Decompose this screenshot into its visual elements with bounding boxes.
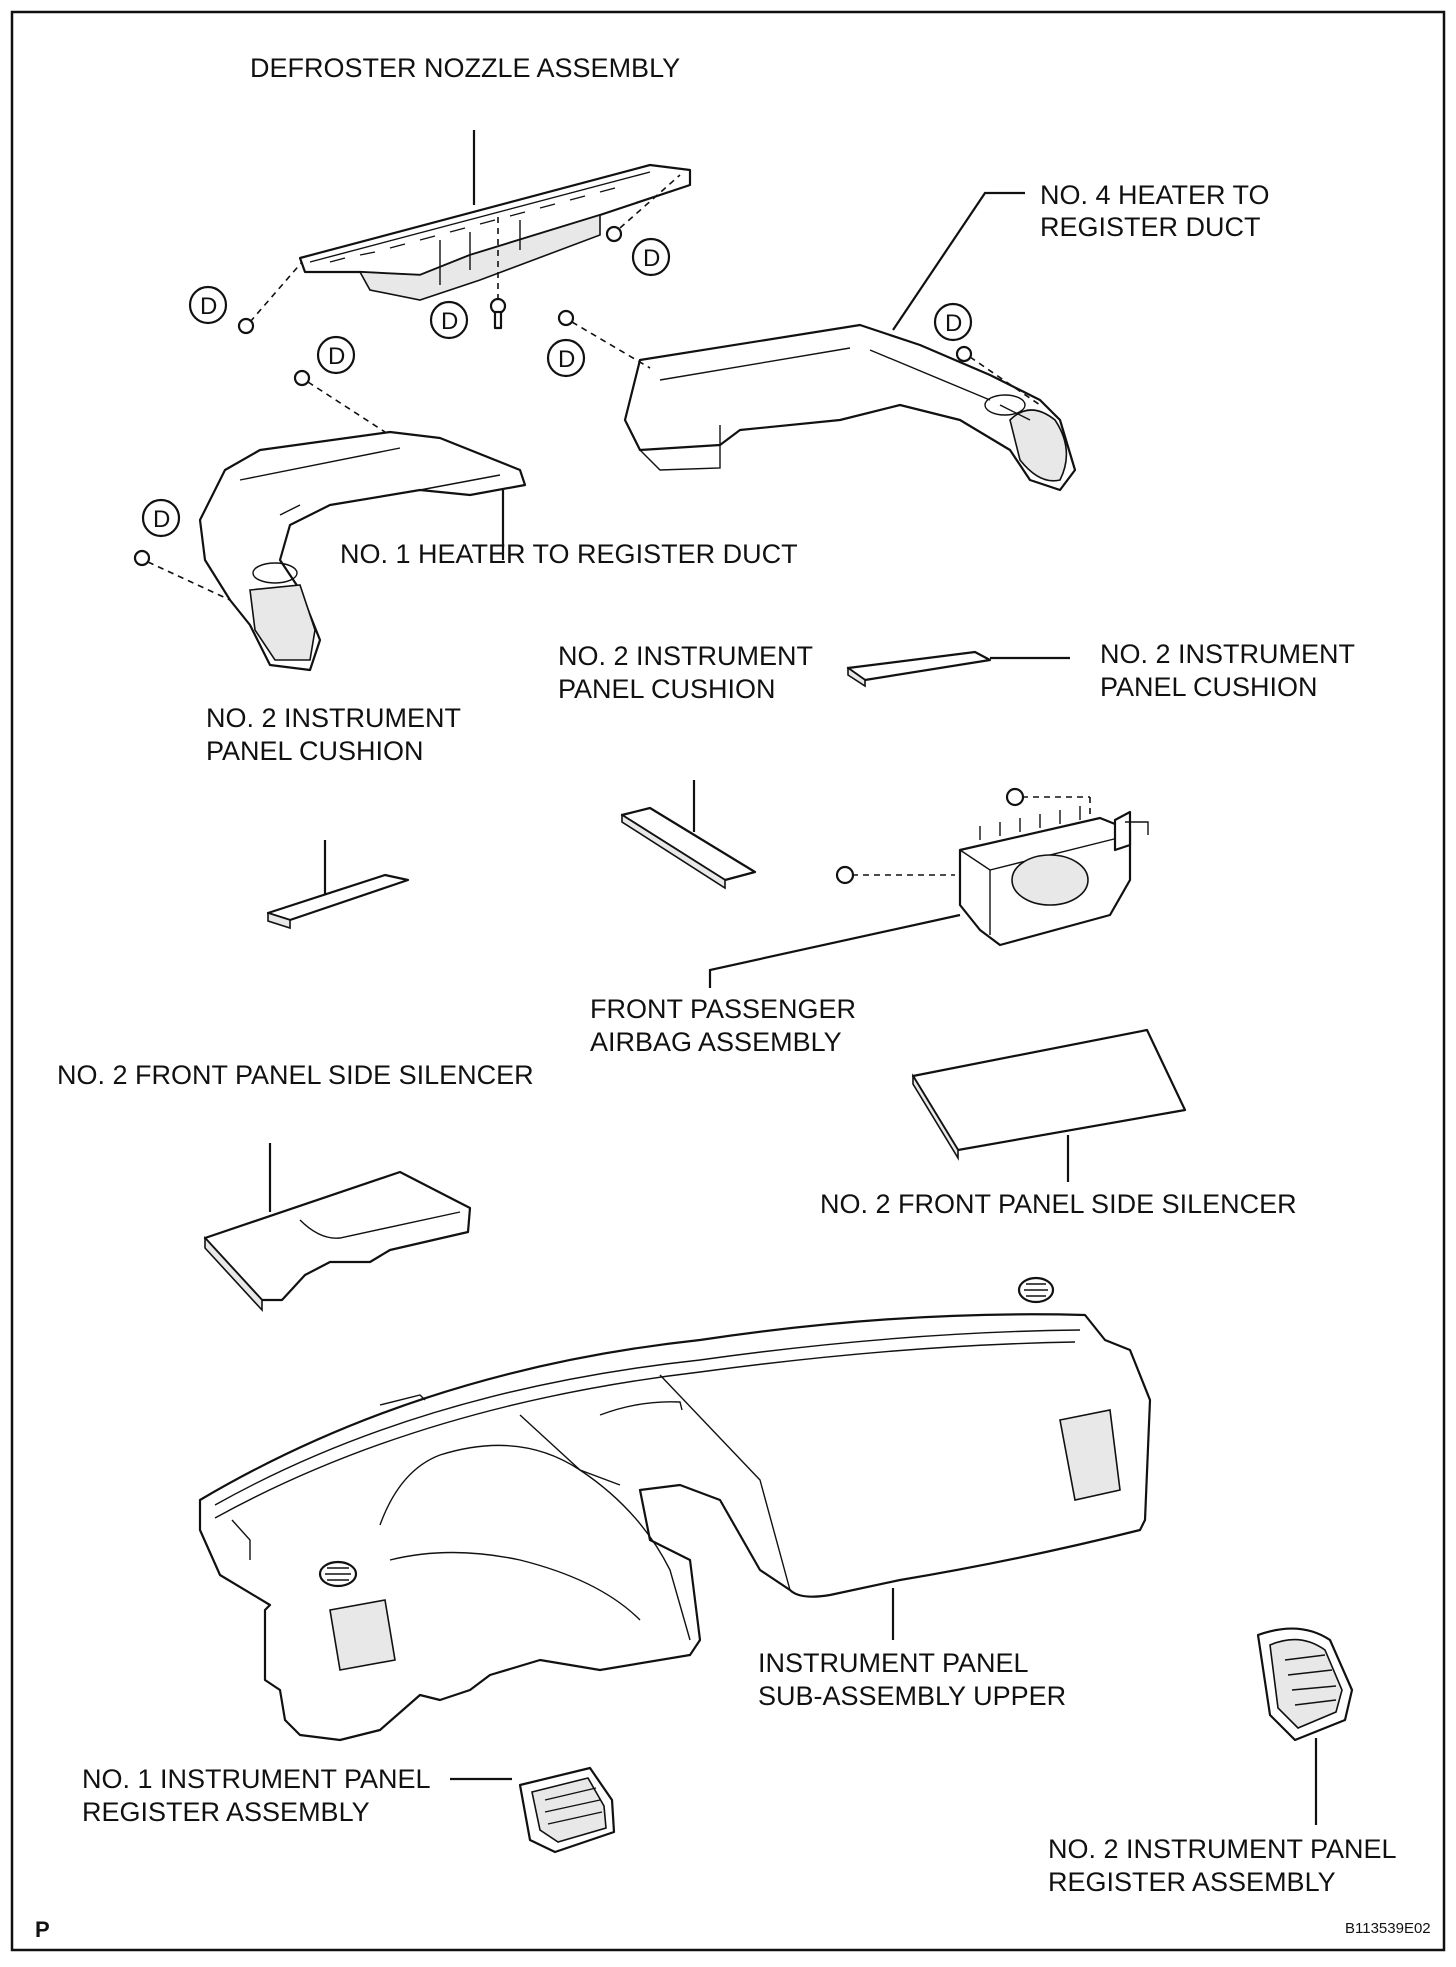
cushion-left-part [266, 873, 410, 930]
no1-heater-duct-part [198, 430, 527, 672]
fastener-marker-6: D [316, 335, 356, 375]
fastener-marker-2: D [429, 300, 469, 340]
cushion-right-label-line2: PANEL CUSHION [1100, 672, 1318, 702]
screw-8 [1005, 787, 1091, 815]
silencer-left-label: NO. 2 FRONT PANEL SIDE SILENCER [57, 1060, 534, 1090]
fastener-marker-4: D [546, 338, 586, 378]
screw-3 [605, 174, 681, 243]
cushion-right-label-line1: NO. 2 INSTRUMENT [1100, 639, 1355, 669]
silencer-right-label: NO. 2 FRONT PANEL SIDE SILENCER [820, 1189, 1297, 1219]
no4-heater-duct-part [623, 323, 1077, 492]
instrument-panel-part [198, 1276, 1152, 1742]
no4-heater-label-line2: REGISTER DUCT [1040, 212, 1261, 242]
no4-heater-leader [892, 191, 1025, 331]
cushion-right-part [846, 650, 992, 688]
fastener-marker-3: D [631, 237, 671, 277]
fastener-marker-1: D [188, 285, 228, 325]
defroster-nozzle-part [298, 163, 692, 301]
register-2-part [1256, 1627, 1354, 1742]
register-2-label-line1: NO. 2 INSTRUMENT PANEL [1048, 1834, 1397, 1864]
no1-heater-label: NO. 1 HEATER TO REGISTER DUCT [340, 539, 798, 569]
svg-text:D: D [153, 506, 170, 533]
fastener-marker-5: D [933, 302, 973, 342]
panel-label-line1: INSTRUMENT PANEL [758, 1648, 1029, 1678]
svg-text:D: D [328, 343, 345, 370]
cushion-left-label-line1: NO. 2 INSTRUMENT [206, 703, 461, 733]
screw-5 [955, 345, 1041, 406]
screw-1 [237, 261, 303, 335]
no4-heater-label-line1: NO. 4 HEATER TO [1040, 180, 1270, 210]
corner-letter: P [35, 1917, 50, 1942]
cushion-mid-label-line1: NO. 2 INSTRUMENT [558, 641, 813, 671]
page-frame [10, 10, 1446, 1952]
svg-text:D: D [643, 245, 660, 272]
svg-text:D: D [441, 308, 458, 335]
svg-text:D: D [558, 346, 575, 373]
register-1-part [518, 1766, 616, 1854]
figure-code: B113539E02 [1345, 1920, 1431, 1937]
screw-9 [835, 865, 955, 885]
cushion-mid-part [620, 806, 757, 890]
cushion-mid-label-line2: PANEL CUSHION [558, 674, 776, 704]
airbag-label-line1: FRONT PASSENGER [590, 994, 856, 1024]
screw-2 [489, 215, 507, 330]
airbag-label-line2: AIRBAG ASSEMBLY [590, 1027, 842, 1057]
register-2-label-line2: REGISTER ASSEMBLY [1048, 1867, 1336, 1897]
panel-label-line2: SUB-ASSEMBLY UPPER [758, 1681, 1066, 1711]
register-1-label-line1: NO. 1 INSTRUMENT PANEL [82, 1764, 431, 1794]
svg-text:D: D [945, 310, 962, 337]
svg-text:D: D [200, 293, 217, 320]
screw-7 [133, 549, 231, 601]
defroster-label: DEFROSTER NOZZLE ASSEMBLY [250, 53, 680, 83]
screw-6 [293, 369, 386, 433]
airbag-leader [708, 913, 961, 988]
cushion-left-label-line2: PANEL CUSHION [206, 736, 424, 766]
register-1-label-line2: REGISTER ASSEMBLY [82, 1797, 370, 1827]
fastener-marker-7: D [141, 498, 181, 538]
silencer-right-part [911, 1028, 1187, 1161]
screw-4 [557, 309, 651, 369]
silencer-left-part [203, 1170, 472, 1313]
airbag-part [958, 806, 1149, 947]
